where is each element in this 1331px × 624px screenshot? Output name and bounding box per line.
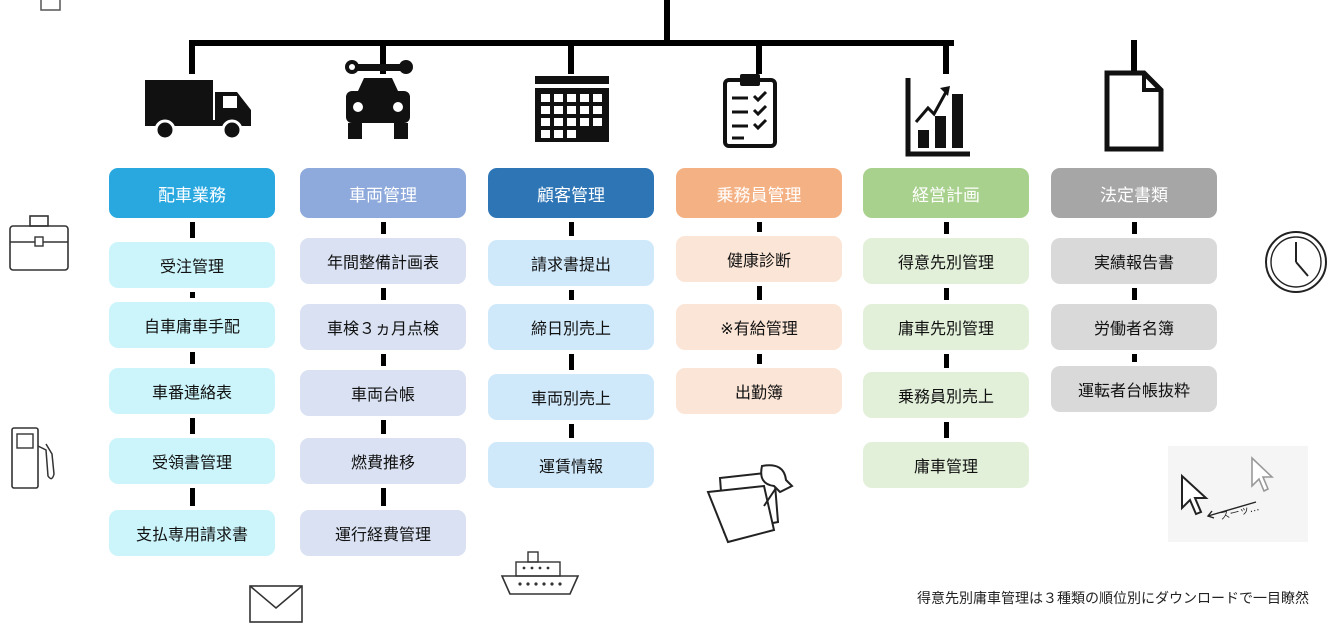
connector-line: [190, 352, 195, 364]
connector-line: [569, 424, 574, 438]
list-item: 労働者名簿: [1051, 304, 1217, 350]
list-item: 健康診断: [676, 236, 842, 282]
connector-line: [381, 288, 386, 300]
column-header: 法定書類: [1051, 168, 1217, 218]
connector-line: [569, 290, 574, 300]
column-header: 配車業務: [109, 168, 275, 218]
list-item: 運賃情報: [488, 442, 654, 488]
list-item: 締日別売上: [488, 304, 654, 350]
list-item: 車番連絡表: [109, 368, 275, 414]
list-item: 支払専用請求書: [109, 510, 275, 556]
tree-trunk: [664, 0, 670, 44]
connector-line: [757, 354, 762, 364]
list-item: 自車庸車手配: [109, 302, 275, 348]
list-item: 受注管理: [109, 242, 275, 288]
notes-pin-icon: [706, 464, 794, 544]
ship-icon: [500, 551, 580, 595]
list-item: 出勤簿: [676, 368, 842, 414]
connector-line: [190, 418, 195, 434]
cursor-swipe-icon: [1181, 456, 1275, 519]
list-item: 車検３ヵ月点検: [300, 304, 466, 350]
connector-line: [944, 288, 949, 300]
connector-line: [381, 222, 386, 234]
envelope-icon: [249, 585, 303, 623]
list-item: 運行経費管理: [300, 510, 466, 556]
connector-line: [1132, 288, 1137, 300]
fuel-pump-icon: [11, 427, 55, 489]
column-header: 乗務員管理: [676, 168, 842, 218]
list-item: 年間整備計画表: [300, 238, 466, 284]
connector-line: [944, 422, 949, 438]
connector-line: [757, 222, 762, 232]
chart-icon: [905, 78, 970, 157]
column-drop-line: [189, 40, 195, 74]
column-header: 顧客管理: [488, 168, 654, 218]
car-repair-icon: [345, 60, 413, 139]
connector-line: [381, 354, 386, 366]
column-drop-line: [943, 40, 949, 74]
connector-line: [381, 420, 386, 434]
list-item: 受領書管理: [109, 438, 275, 484]
footer-caption: 得意先別庸車管理は３種類の順位別にダウンロードで一目瞭然: [917, 591, 1309, 607]
connector-line: [190, 292, 195, 298]
connector-line: [569, 222, 574, 236]
memo-icon: [40, 0, 61, 11]
list-item: 庸車管理: [863, 442, 1029, 488]
list-item: 実績報告書: [1051, 238, 1217, 284]
column-drop-line: [568, 40, 574, 74]
connector-line: [190, 488, 195, 506]
connector-line: [381, 488, 386, 506]
connector-line: [190, 222, 195, 238]
column-drop-line: [380, 40, 386, 74]
list-item: 車両別売上: [488, 374, 654, 420]
connector-line: [569, 354, 574, 370]
clipboard-checklist-icon: [723, 74, 777, 148]
clock-icon: [1265, 231, 1327, 293]
connector-line: [944, 222, 949, 234]
column-drop-line: [1131, 40, 1137, 74]
document-icon: [1104, 70, 1164, 152]
briefcase-icon: [9, 215, 69, 271]
connector-line: [944, 354, 949, 368]
list-item: 燃費推移: [300, 438, 466, 484]
list-item: 乗務員別売上: [863, 372, 1029, 418]
column-header: 経営計画: [863, 168, 1029, 218]
truck-icon: [145, 80, 251, 140]
list-item: 請求書提出: [488, 240, 654, 286]
list-item: ※有給管理: [676, 304, 842, 350]
tree-crossbar: [194, 40, 954, 46]
list-item: 運転者台帳抜粋: [1051, 366, 1217, 412]
calendar-icon: [535, 76, 609, 142]
connector-line: [757, 286, 762, 300]
column-drop-line: [756, 40, 762, 74]
list-item: 得意先別管理: [863, 238, 1029, 284]
list-item: 庸車先別管理: [863, 304, 1029, 350]
connector-line: [1132, 354, 1137, 362]
connector-line: [1132, 222, 1137, 234]
list-item: 車両台帳: [300, 370, 466, 416]
column-header: 車両管理: [300, 168, 466, 218]
